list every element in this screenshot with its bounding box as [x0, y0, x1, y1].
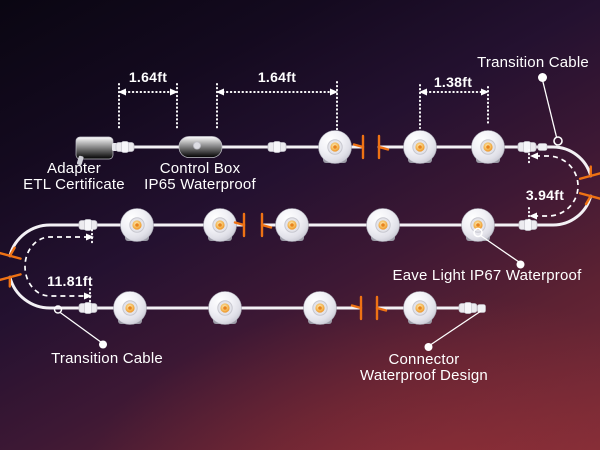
callout-transition-cable-bottom: [53, 305, 107, 349]
cable-connectors: [78, 141, 548, 314]
control-box-label: Control Box IP65 Waterproof: [144, 161, 256, 192]
transition-cable-bottom-label: Transition Cable: [51, 350, 163, 367]
eave-light-icon: [113, 291, 147, 325]
eave-light-icon: [275, 208, 309, 242]
connector-label: Connector Waterproof Design: [360, 352, 488, 383]
connector-icon: [267, 141, 287, 153]
measure-light-spacing: [419, 84, 489, 129]
eave-light-icon: [471, 130, 505, 164]
callout-connector: [424, 310, 482, 351]
control-box-label-line2: IP65 Waterproof: [144, 175, 256, 193]
eave-light-icon: [203, 208, 237, 242]
connector-icon: [518, 219, 538, 231]
connector-label-line1: Connector: [388, 351, 460, 368]
measure-adapter-to-controlbox: [118, 83, 178, 131]
connector-label-line2: Waterproof Design: [360, 366, 488, 384]
measurement-label-controlbox-to-light: 1.64ft: [257, 69, 297, 85]
connector-icon: [458, 302, 478, 314]
measure-right-transition: [528, 149, 579, 222]
connector-icon: [517, 141, 537, 153]
control-box: [178, 136, 223, 158]
eave-light-icon: [208, 291, 242, 325]
break-mark-icon: [0, 243, 25, 260]
adapter-label-line2: ETL Certificate: [23, 175, 125, 193]
callout-eave-light: [473, 227, 525, 269]
measure-left-transition: [24, 229, 94, 303]
eave-light-icon: [120, 208, 154, 242]
adapter-label: Adapter ETL Certificate: [23, 161, 125, 192]
callout-transition-cable-top: [538, 73, 563, 146]
connector-icon: [78, 219, 98, 231]
eave-light-icon: [318, 130, 352, 164]
adapter-label-line1: Adapter: [47, 160, 101, 177]
control-box-label-line1: Control Box: [159, 160, 241, 177]
measurement-label-light-spacing: 1.38ft: [433, 74, 473, 90]
measurement-label-left-transition: 11.81ft: [47, 273, 93, 289]
eave-light-icon: [403, 291, 437, 325]
measure-controlbox-to-light: [216, 81, 338, 132]
connector-icon: [115, 141, 135, 153]
eave-light-icon: [403, 130, 437, 164]
break-mark-icon: [576, 192, 600, 209]
connector-icon: [78, 302, 98, 314]
measurement-label-adapter-to-controlbox: 1.64ft: [128, 69, 168, 85]
eave-light-icon: [303, 291, 337, 325]
measurement-label-right-transition: 3.94ft: [525, 187, 565, 203]
transition-cable-top-label: Transition Cable: [477, 54, 589, 71]
eave-light-icon: [366, 208, 400, 242]
eave-light-label: Eave Light IP67 Waterproof: [392, 267, 582, 284]
